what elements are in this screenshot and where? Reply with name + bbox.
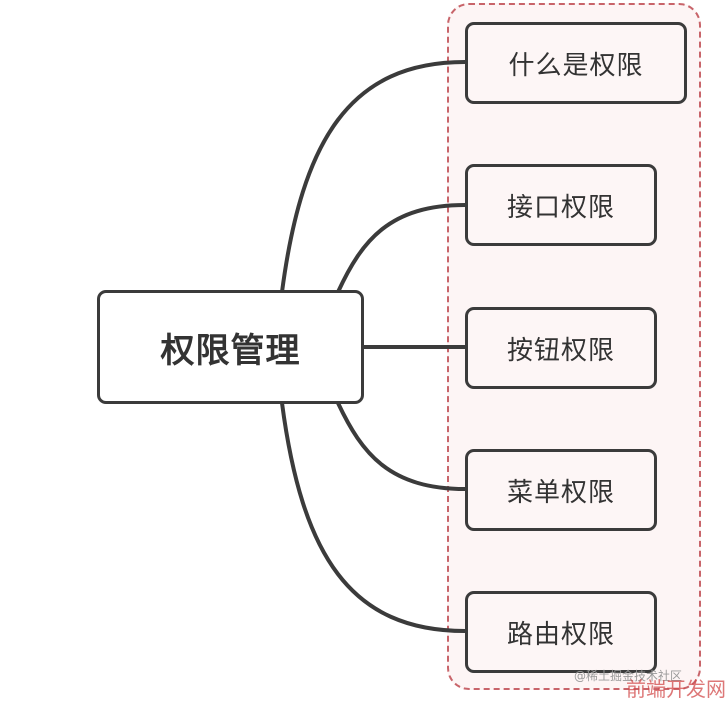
edge-root-c4: [336, 401, 467, 491]
edge-root-c2: [336, 203, 467, 294]
child-node-label: 菜单权限: [506, 477, 615, 508]
child-node-button-permission[interactable]: 按钮权限: [465, 307, 657, 389]
root-node[interactable]: 权限管理: [97, 290, 364, 404]
child-node-label: 按钮权限: [506, 335, 615, 366]
child-node-route-permission[interactable]: 路由权限: [465, 591, 657, 673]
child-node-label: 路由权限: [506, 619, 615, 650]
edge-root-c1: [280, 60, 467, 294]
child-node-label: 什么是权限: [508, 50, 644, 81]
watermark-text: @稀土掘金技术社区: [574, 669, 683, 683]
edge-root-c5: [280, 401, 467, 633]
watermark-overlay: 前端开发网: [626, 677, 725, 701]
child-node-menu-permission[interactable]: 菜单权限: [465, 449, 657, 531]
child-node-api-permission[interactable]: 接口权限: [465, 164, 657, 246]
root-node-label: 权限管理: [160, 330, 301, 371]
child-node-label: 接口权限: [506, 192, 615, 223]
child-node-what-is-permission[interactable]: 什么是权限: [465, 22, 687, 104]
